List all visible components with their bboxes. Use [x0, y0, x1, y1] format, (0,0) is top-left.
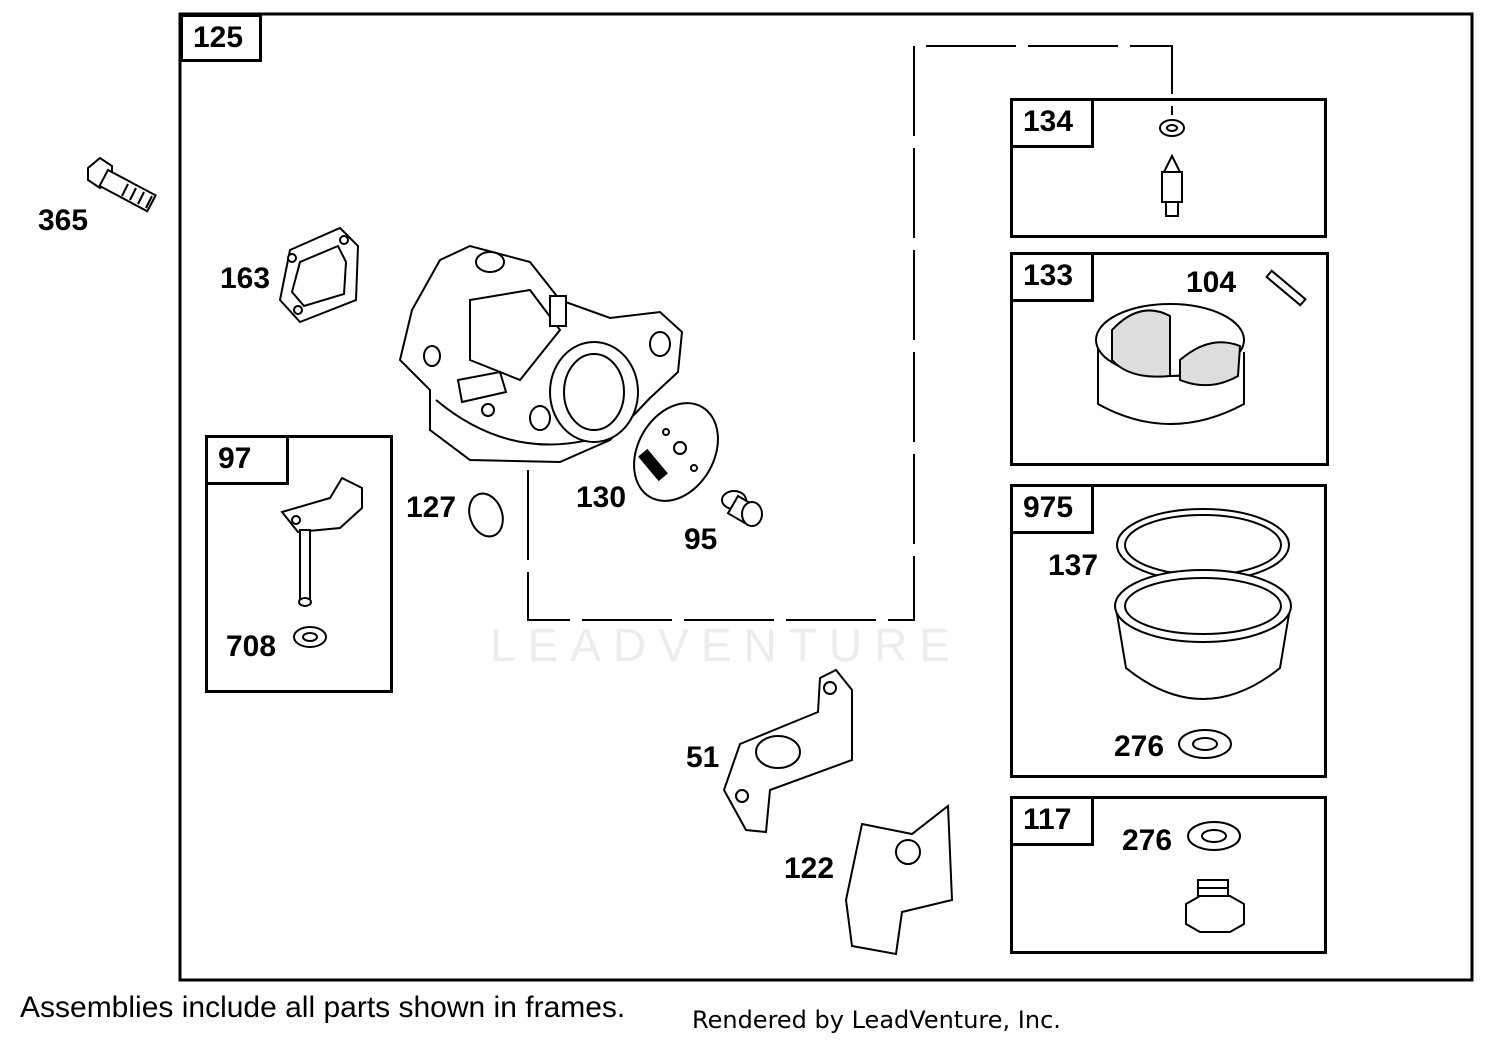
part-label-104: 104	[1186, 266, 1237, 299]
washer-276-icon	[1178, 729, 1232, 759]
frame-117	[1010, 796, 1327, 954]
washer-276-b-icon	[1187, 821, 1241, 851]
insulator-122-icon	[844, 804, 954, 956]
watermark-text: LEADVENTURE	[490, 619, 962, 671]
plug-127-icon	[468, 492, 504, 538]
assemblies-note: Assemblies include all parts shown in fr…	[20, 991, 626, 1024]
assembly-label-125: 125	[180, 14, 262, 62]
frame-133	[1010, 252, 1329, 466]
frame-label-975: 975	[1010, 484, 1094, 534]
needle-seat-134-icon	[1159, 119, 1185, 217]
bowl-nut-117-icon	[1185, 879, 1245, 933]
frame-label-117: 117	[1010, 796, 1094, 846]
frame-134	[1010, 98, 1327, 238]
frame-975	[1010, 484, 1327, 778]
frame-label-97: 97	[205, 435, 289, 485]
float-lever-97-icon	[280, 476, 363, 607]
part-label-51: 51	[686, 741, 720, 774]
frame-97	[205, 435, 393, 693]
part-label-276-nut: 276	[1122, 824, 1173, 857]
part-label-95: 95	[684, 523, 718, 556]
bowl-975-icon	[1114, 508, 1292, 700]
leader-line	[527, 45, 1173, 621]
washer-708-icon	[293, 626, 327, 648]
part-label-130: 130	[576, 481, 627, 514]
carburetor-body-icon	[398, 244, 684, 464]
gasket-163-icon	[278, 226, 360, 324]
bolt-365-icon	[87, 156, 158, 213]
screw-95-icon	[721, 490, 763, 527]
part-label-127: 127	[406, 491, 457, 524]
gasket-51-icon	[722, 668, 853, 834]
frame-label-134: 134	[1010, 98, 1094, 148]
part-label-163: 163	[220, 262, 271, 295]
part-label-276-bowl: 276	[1114, 730, 1165, 763]
part-label-122: 122	[784, 852, 835, 885]
part-label-365: 365	[38, 204, 89, 237]
part-label-708: 708	[226, 630, 277, 663]
assembly-frame	[178, 12, 1474, 982]
pin-104-icon	[1265, 269, 1307, 307]
render-credit: Rendered by LeadVenture, Inc.	[692, 1006, 1061, 1034]
float-133-icon	[1095, 303, 1245, 425]
diaphragm-130-icon	[633, 402, 719, 502]
part-label-137: 137	[1048, 549, 1099, 582]
frame-label-133: 133	[1010, 252, 1094, 302]
